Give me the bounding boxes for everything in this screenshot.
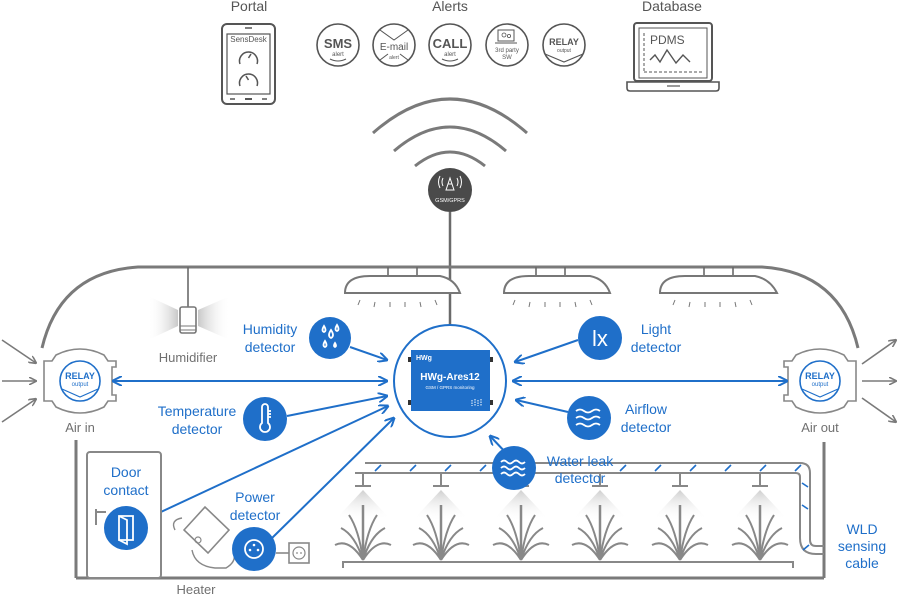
svg-text:SW: SW (502, 55, 512, 61)
svg-text:RELAY: RELAY (549, 37, 579, 47)
svg-text:output: output (557, 48, 572, 54)
svg-text:3rd party: 3rd party (495, 48, 519, 54)
airflow-detector[interactable]: Airflow detector (567, 396, 672, 440)
portal-label: Portal (231, 0, 268, 14)
air-out-relay-sub: output (812, 382, 829, 388)
device-subtitle: GSM / GPRS monitoring (425, 385, 475, 390)
air-in-relay[interactable]: RELAY output Air in (43, 348, 117, 435)
door-open-icon (118, 515, 134, 546)
svg-text:Door: Door (111, 464, 142, 480)
third-party-sw-icon[interactable]: 3rd party SW (485, 23, 529, 67)
portal-app-name: SensDesk (230, 35, 267, 44)
laptop-icon[interactable]: PDMS (626, 22, 720, 92)
air-out-relay-title: RELAY (805, 371, 835, 381)
relay-output-icon[interactable]: RELAY output (542, 23, 586, 67)
svg-text:detector: detector (172, 421, 223, 437)
email-alert-icon[interactable]: E-mail alert (372, 23, 416, 67)
svg-text:Power: Power (235, 489, 275, 505)
svg-text:contact: contact (103, 482, 148, 498)
heater-label: Heater (176, 582, 216, 596)
svg-text:detector: detector (621, 419, 672, 435)
water-waves-icon (500, 459, 526, 477)
database-screen-text: PDMS (650, 33, 685, 47)
plant-row (333, 473, 790, 561)
air-out-label: Air out (801, 420, 839, 435)
ceiling-lamp (502, 267, 612, 308)
door-contact-sensor[interactable] (104, 506, 148, 550)
svg-text:CALL: CALL (433, 36, 468, 51)
air-in-relay-title: RELAY (65, 371, 95, 381)
hwg-ares12-device[interactable]: HWg HWg-Ares12 GSM / GPRS monitoring (393, 324, 507, 438)
tablet-icon[interactable]: SensDesk (221, 23, 276, 105)
alerts-label: Alerts (432, 0, 468, 14)
temperature-detector[interactable]: Temperature detector (158, 397, 287, 441)
air-out-relay[interactable]: RELAY output Air out (783, 348, 857, 435)
power-socket-icon (244, 539, 264, 559)
svg-text:Humidity: Humidity (243, 321, 297, 337)
thermometer-icon (259, 403, 271, 433)
air-in-label: Air in (65, 420, 95, 435)
database-label: Database (642, 0, 702, 14)
air-in-inflow-arrows (1, 339, 36, 423)
svg-text:Light: Light (641, 321, 671, 337)
light-detector[interactable]: lx Light detector (578, 316, 682, 360)
database-group: Database PDMS (626, 0, 720, 92)
svg-text:E-mail: E-mail (380, 42, 408, 53)
svg-text:Water leak: Water leak (547, 453, 614, 469)
svg-text:cable: cable (845, 555, 879, 571)
wireless-signal-icon (372, 97, 528, 168)
call-alert-icon[interactable]: CALL alert (428, 23, 472, 67)
svg-text:Temperature: Temperature (158, 403, 237, 419)
svg-text:detector: detector (555, 470, 606, 486)
plant-with-sprinkler (491, 473, 551, 561)
gsm-label: GSM/GPRS (435, 198, 465, 204)
power-detector[interactable]: Power detector (230, 489, 289, 571)
ceiling-lamp (658, 267, 779, 308)
heater-icon: Heater (172, 505, 241, 596)
plant-with-sprinkler (333, 473, 393, 561)
humidity-detector[interactable]: Humidity detector (243, 317, 351, 359)
svg-text:WLD: WLD (846, 521, 877, 537)
device-brand: HWg (416, 355, 432, 362)
svg-text:alert: alert (389, 55, 399, 61)
wall-outlet-icon (288, 542, 310, 564)
lux-icon: lx (592, 326, 608, 351)
svg-text:detector: detector (230, 507, 281, 523)
device-name: HWg-Ares12 (420, 372, 480, 383)
irrigation-pipe (355, 462, 824, 555)
water-leak-detector[interactable]: Water leak detector (492, 446, 614, 490)
svg-text:Airflow: Airflow (625, 401, 668, 417)
portal-group: Portal SensDesk (221, 0, 276, 105)
air-in-relay-sub: output (72, 382, 89, 388)
plant-with-sprinkler (650, 473, 710, 561)
gsm-gprs-antenna-icon[interactable]: GSM/GPRS (428, 168, 472, 212)
svg-text:alert: alert (332, 52, 344, 58)
humidifier-icon: Humidifier (148, 267, 230, 365)
svg-text:SMS: SMS (324, 36, 353, 51)
plant-with-sprinkler (411, 473, 471, 561)
wld-sensing-cable-label: WLD sensing cable (838, 521, 886, 571)
ceiling-lamp (343, 267, 462, 308)
svg-text:detector: detector (631, 339, 682, 355)
airflow-waves-icon (575, 408, 601, 428)
plant-bed (342, 561, 794, 568)
plant-with-sprinkler (730, 473, 790, 561)
sms-alert-icon[interactable]: SMS alert (316, 23, 360, 67)
alerts-group: Alerts SMS alert E-mail alert CALL alert (316, 0, 586, 67)
svg-text:detector: detector (245, 339, 296, 355)
plant-with-sprinkler (570, 473, 630, 561)
sensor-connections (113, 339, 787, 541)
water-drops-icon (321, 323, 340, 349)
svg-text:alert: alert (444, 52, 456, 58)
greenhouse-outline (40, 265, 860, 580)
air-out-outflow-arrows (861, 340, 896, 422)
svg-text:sensing: sensing (838, 538, 886, 554)
humidifier-label: Humidifier (159, 350, 218, 365)
